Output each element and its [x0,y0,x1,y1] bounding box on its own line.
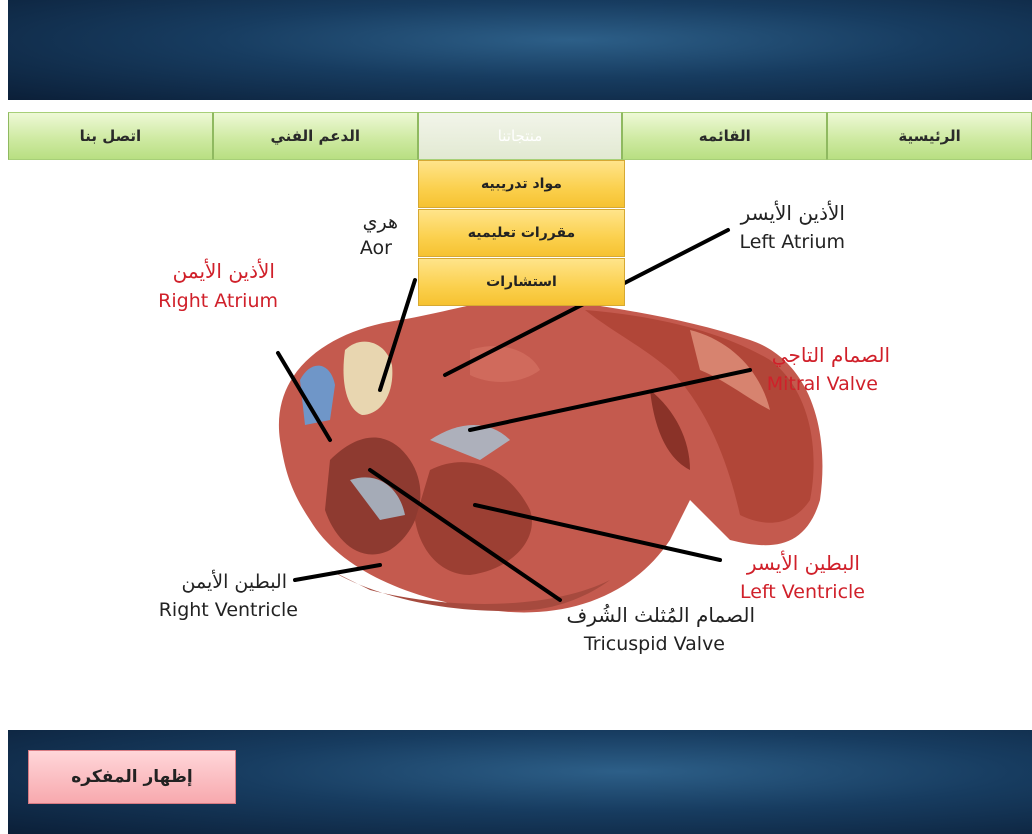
nav-support[interactable]: الدعم الفني [213,112,418,160]
nav-menu[interactable]: القائمه [622,112,827,160]
right-ventricle-label-ar: البطين الأيمن [182,570,287,593]
aorta-label-en: Aor [360,237,392,259]
nav-products[interactable]: منتجاتنا [418,112,623,160]
left-ventricle-label-ar: البطين الأيسر [746,551,860,575]
left-atrium-label-en: Left Atrium [739,231,845,253]
tricuspid-label-en: Tricuspid Valve [583,633,725,655]
mitral-label-en: Mitral Valve [767,373,878,395]
mitral-label-ar: الصمام التاجي [772,343,890,368]
left-ventricle-label-en: Left Ventricle [740,581,865,603]
right-ventricle-label-en: Right Ventricle [159,599,298,621]
products-dropdown: مواد تدريبيه مقررات تعليميه استشارات [418,160,625,307]
dropdown-item-training-materials[interactable]: مواد تدريبيه [418,160,625,208]
main-navbar: الرئيسية القائمه منتجاتنا الدعم الفني ات… [8,112,1032,160]
dropdown-item-consultations[interactable]: استشارات [418,258,625,306]
heart-illustration [279,297,823,612]
nav-home[interactable]: الرئيسية [827,112,1032,160]
right-atrium-label-ar: الأذين الأيمن [173,259,275,283]
right-atrium-label-en: Right Atrium [158,290,278,312]
left-atrium-label-ar: الأذين الأيسر [740,201,845,225]
aorta-label-ar: هري [363,211,398,233]
tricuspid-label-ar: الصمام المُثلث الشُرف [566,603,755,627]
dropdown-item-courses[interactable]: مقررات تعليميه [418,209,625,257]
header-banner [8,0,1032,100]
show-memo-button[interactable]: إظهار المفكره [28,750,236,804]
nav-contact[interactable]: اتصل بنا [8,112,213,160]
